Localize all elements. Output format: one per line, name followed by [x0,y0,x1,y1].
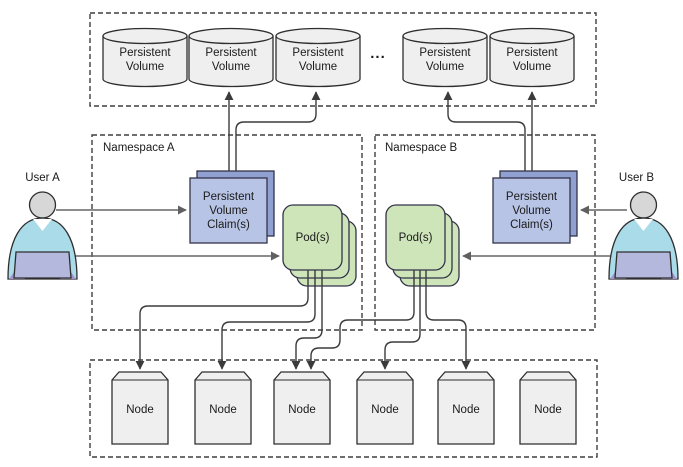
arrow-pvc-a-to-pv-3 [235,91,321,185]
arrow-pods-a-to-node-1 [135,270,309,370]
arrow-pods-b-to-node-3 [306,270,415,370]
user-a-laptop-icon [13,251,72,279]
arrow-pods-a-to-node-2 [217,270,316,370]
persistent-volume-cylinder-3 [275,27,361,88]
node-shape-1 [111,371,169,445]
persistent-volume-cylinder-2 [188,27,274,88]
namespace-b-box [374,134,596,331]
namespace-a-box [91,134,363,331]
pvc-b-front-card [492,177,571,244]
arrow-pods-b-to-node-5 [425,270,471,370]
node-shape-2 [194,371,252,445]
pvc-a-front-card [189,177,268,244]
persistent-volume-cylinder-1 [102,27,188,88]
pods-a-stack [282,204,357,287]
user-b-figure [608,191,679,280]
arrow-pods-b-to-node-4 [380,270,421,370]
persistent-volumes-boundary-box [89,12,597,107]
pvc-a-stack [189,170,275,244]
pods-b-front-card [385,204,446,271]
user-b-laptop-icon [614,251,673,279]
user-a-figure [7,191,78,280]
node-shape-5 [437,371,495,445]
persistent-volume-cylinder-4 [402,27,488,88]
node-shape-3 [273,371,331,445]
pvc-b-stack [492,170,578,244]
user-b-head-icon [629,191,658,219]
arrow-pods-a-to-node-3 [291,270,323,370]
nodes-boundary-box [89,359,598,458]
pods-b-stack [385,204,460,287]
persistent-volume-cylinder-5 [489,27,575,88]
node-shape-6 [519,371,577,445]
node-shape-4 [356,371,414,445]
user-a-head-icon [28,191,57,219]
arrow-pvc-b-to-pv-4 [443,91,526,185]
pods-a-front-card [282,204,343,271]
